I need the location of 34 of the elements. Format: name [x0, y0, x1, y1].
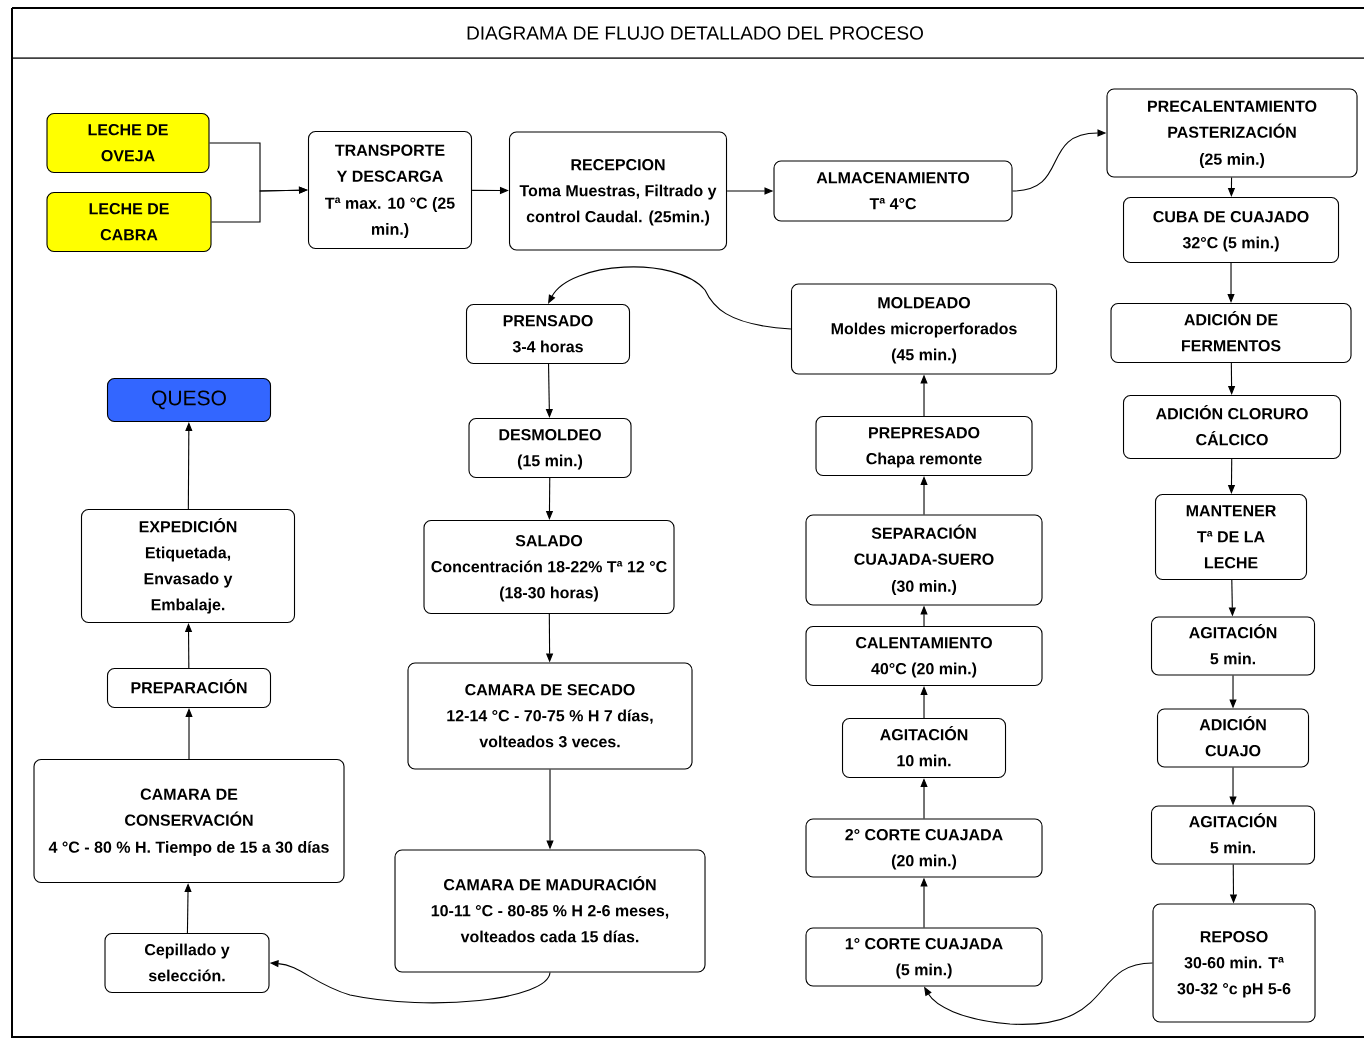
process-box: 1° CORTE CUAJADA (5 min.): [805, 927, 1043, 987]
process-box: AGITACIÓN 5 min.: [1150, 805, 1316, 865]
process-box: SEPARACIÓN CUAJADA-SUERO (30 min.): [805, 514, 1043, 606]
process-box: PRENSADO 3-4 horas: [465, 303, 631, 365]
process-box: MANTENER Tª DE LA LECHE: [1154, 493, 1308, 581]
process-box: CALENTAMIENTO 40°C (20 min.): [805, 625, 1043, 687]
process-box: DESMOLDEO (15 min.): [468, 417, 632, 479]
process-box: ADICIÓN DE FERMENTOS: [1110, 302, 1352, 364]
process-box: REPOSO 30-60 min. Tª 30-32 °c pH 5-6: [1152, 903, 1316, 1023]
process-box: TRANSPORTE Y DESCARGA Tª max. 10 °C (25 min.): [307, 130, 473, 250]
process-box: ALMACENAMIENTO Tª 4°C: [773, 160, 1013, 222]
process-box: PREPRESADO Chapa remonte: [815, 415, 1033, 477]
arrow: [548, 266, 792, 330]
process-box: SALADO Concentración 18-22% Tª 12 °C (18-30 horas): [423, 519, 675, 615]
process-box: ADICIÓN CLORURO CÁLCICO: [1122, 394, 1342, 460]
arrow: [924, 962, 1153, 1025]
process-box: Cepillado y selección.: [104, 932, 270, 994]
input-box: LECHE DE CABRA: [46, 191, 212, 253]
process-box: MOLDEADO Moldes microperforados (45 min.): [790, 283, 1058, 375]
process-box: AGITACIÓN 5 min.: [1150, 616, 1316, 676]
product-box: QUESO: [106, 377, 272, 423]
process-box: EXPEDICIÓN Etiquetada, Envasado y Embalaje.: [80, 508, 296, 624]
process-box: RECEPCION Toma Muestras, Filtrado y control Caudal. (25min.): [508, 131, 728, 251]
process-box: CAMARA DE MADURACIÓN 10-11 °C - 80-85 % H 2-6 meses, volteados cada 15 días.: [394, 849, 706, 973]
process-box: ADICIÓN CUAJO: [1156, 708, 1310, 768]
process-box: CAMARA DE SECADO 12-14 °C - 70-75 % H 7 días, volteados 3 veces.: [407, 662, 693, 770]
process-box: CAMARA DE CONSERVACIÓN 4 °C - 80 % H. Tiempo de 15 a 30 días: [33, 758, 345, 884]
process-box: 2° CORTE CUAJADA (20 min.): [805, 818, 1043, 878]
process-box: AGITACIÓN 10 min.: [841, 717, 1007, 779]
process-box: PREPARACIÓN: [106, 667, 272, 709]
process-box: CUBA DE CUAJADO 32°C (5 min.): [1122, 196, 1340, 264]
diagram-title: DIAGRAMA DE FLUJO DETALLADO DEL PROCESO: [467, 26, 923, 40]
process-box: PRECALENTAMIENTO PASTERIZACIÓN (25 min.): [1106, 88, 1358, 178]
input-box: LECHE DE OVEJA: [46, 112, 210, 174]
